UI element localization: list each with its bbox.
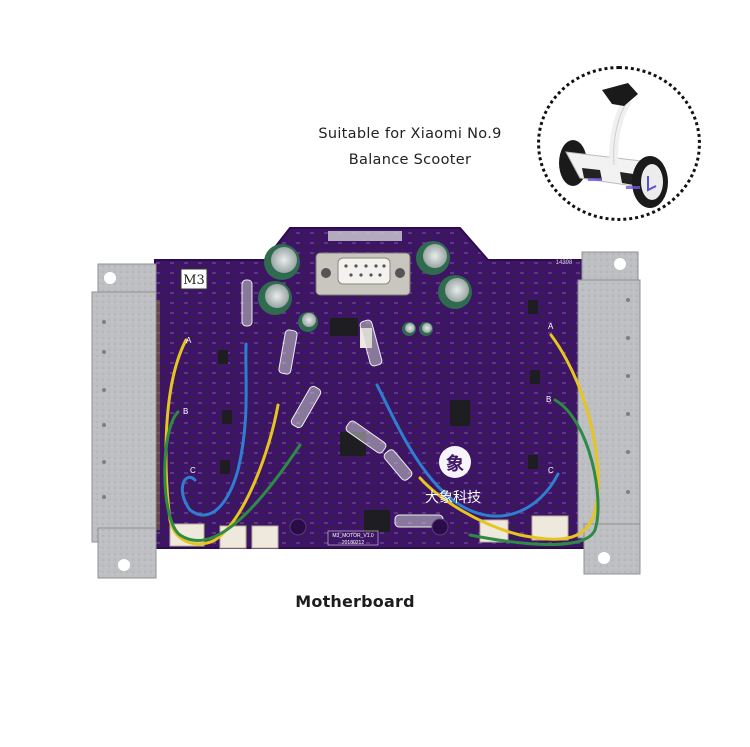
hall-sensor-wires (163, 333, 600, 546)
brand-logo-icon (439, 446, 471, 478)
phase-label-c-left: C (190, 466, 196, 475)
phase-label-b-right: B (546, 395, 551, 404)
compatibility-badge-frame (537, 66, 701, 221)
brand-text: 大象科技 (425, 490, 481, 506)
compatibility-caption: Suitable for Xiaomi No.9 Balance Scooter (290, 121, 530, 173)
model-label: M3 (183, 273, 205, 288)
brand-logo-glyph: 象 (446, 453, 464, 475)
compatibility-line-2: Balance Scooter (348, 152, 472, 168)
db9-connector (315, 231, 411, 296)
pcb-markings: M3 14398 A B C A B C 象 大象科技 M3_MOTOR_V1.… (180, 260, 573, 546)
left-heatsink-bracket (91, 263, 157, 579)
wire-sleeves (241, 279, 444, 528)
board-date: 20180212 (342, 540, 364, 546)
phase-label-c-right: C (548, 466, 554, 475)
product-name-caption: Motherboard (295, 592, 415, 611)
phase-label-a-left: A (186, 336, 192, 345)
phase-label-b-left: B (183, 407, 188, 416)
phase-label-a-right: A (548, 322, 554, 331)
capacitors (258, 241, 472, 336)
board-code: M3_MOTOR_V1.0 (332, 533, 374, 539)
ic-chips (218, 300, 540, 532)
compatibility-line-1: Suitable for Xiaomi No.9 (318, 126, 502, 142)
corner-code: 14398 (556, 260, 573, 266)
